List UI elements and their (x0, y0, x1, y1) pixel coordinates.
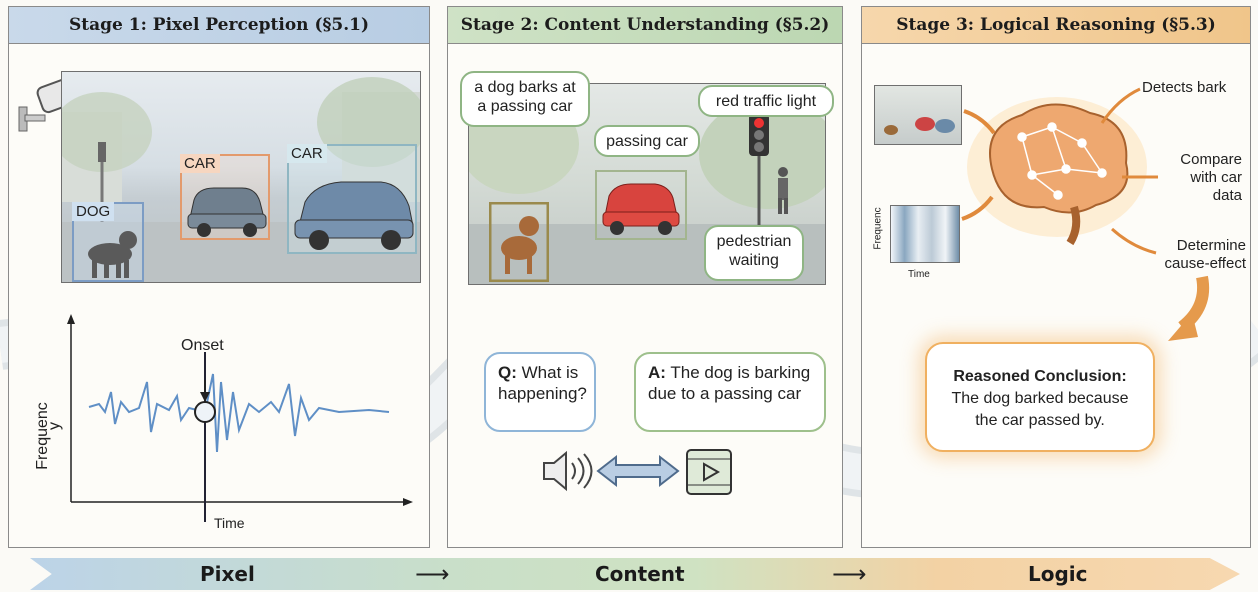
stage2-title: Stage 2: Content Understanding (§5.2) (448, 7, 842, 44)
caption-bubble-dog: a dog barks at a passing car (460, 71, 590, 127)
answer-bubble: A: The dog is barking due to a passing c… (634, 352, 826, 432)
red-car-figure (595, 170, 687, 240)
car-bounding-box-1: CAR (180, 154, 270, 240)
stage1-panel: Stage 1: Pixel Perception (§5.1) DOG (8, 6, 430, 548)
thumbnail-street-image (874, 85, 962, 145)
onset-label: Onset (181, 337, 224, 354)
brown-dog-figure (489, 202, 549, 282)
flow-label-pixel: Pixel (200, 562, 255, 586)
stage3-panel: Stage 3: Logical Reasoning (§5.3) Freque… (861, 6, 1251, 548)
flow-label-logic: Logic (1028, 562, 1088, 586)
stage1-title: Stage 1: Pixel Perception (§5.1) (9, 7, 429, 44)
step-determine-cause-effect: Determine cause-effect (1164, 237, 1246, 272)
flow-bar (30, 558, 1240, 590)
flow-label-content: Content (595, 562, 685, 586)
stage2-panel: Stage 2: Content Understanding (§5.2) (447, 6, 843, 548)
caption-bubble-traffic-light: red traffic light (698, 85, 834, 117)
answer-text: The dog is barking due to a passing car (648, 363, 811, 403)
question-text: What is happening? (498, 363, 587, 403)
conclusion-text: The dog barked because the car passed by… (951, 390, 1129, 429)
thumbnail-spectrogram (890, 205, 960, 263)
step-compare-car-data: Compare with car data (1180, 151, 1242, 204)
caption-bubble-car: passing car (594, 125, 700, 157)
audio-waveform-chart (67, 314, 413, 522)
flow-arrow-1: ⟶ (415, 560, 450, 588)
caption-bubble-pedestrian: pedestrian waiting (704, 225, 804, 281)
conclusion-box: Reasoned Conclusion: The dog barked beca… (925, 342, 1155, 452)
waveform-xlabel: Time (214, 515, 245, 531)
street-scene-image: DOG CAR CAR (61, 71, 421, 283)
step-detects-bark: Detects bark (1142, 79, 1227, 96)
dog-figure (88, 231, 137, 278)
video-clip-icon (686, 449, 732, 495)
stage3-title: Stage 3: Logical Reasoning (§5.3) (862, 7, 1250, 44)
dog-bounding-box: DOG (72, 202, 144, 282)
bbox-label-dog: DOG (72, 202, 115, 221)
bbox-label-car-2: CAR (287, 144, 327, 163)
bbox-label-car-1: CAR (180, 154, 220, 173)
question-bubble: Q: What is happening? (484, 352, 596, 432)
flow-arrow-2: ⟶ (832, 560, 867, 588)
car-figure-1 (187, 187, 267, 237)
pedestrian-figure (778, 167, 788, 214)
brain-icon (967, 97, 1147, 246)
waveform-ylabel-tail: y (46, 422, 63, 430)
spectrogram-xlabel: Time (908, 269, 930, 280)
car-bounding-box-2: CAR (287, 144, 417, 254)
conclusion-title: Reasoned Conclusion: (953, 368, 1127, 385)
reasoning-arrows (961, 87, 1209, 341)
traffic-light-icon (749, 114, 769, 156)
speaker-icon (543, 450, 593, 492)
answer-prefix: A: (648, 363, 666, 382)
question-prefix: Q: (498, 363, 517, 382)
waveform-ylabel: Frequenc (34, 402, 51, 470)
bidirectional-arrow-icon (596, 454, 680, 488)
car-figure-2 (294, 181, 414, 250)
